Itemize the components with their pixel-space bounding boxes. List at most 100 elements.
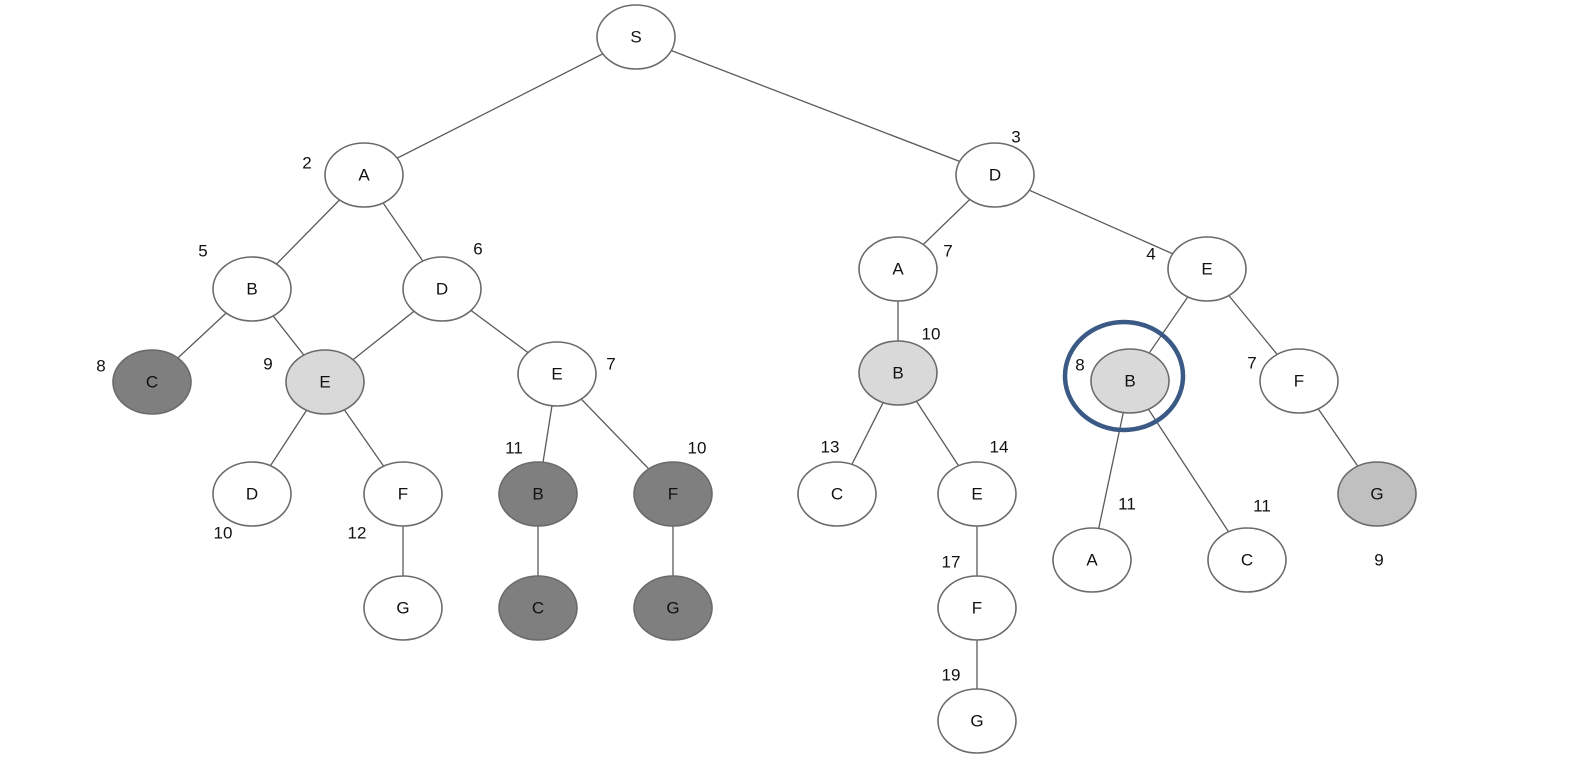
tree-node-D2: D <box>402 256 482 322</box>
node-ellipse <box>596 4 676 70</box>
node-label: A <box>892 260 904 279</box>
tree-node-S: S <box>596 4 676 70</box>
cost-label-A2: 7 <box>943 242 952 261</box>
cost-label-B2: 11 <box>505 439 523 458</box>
cost-label-G3: 19 <box>942 666 961 685</box>
cost-label-D3: 10 <box>214 524 233 543</box>
tree-node-F4: F <box>1259 348 1339 414</box>
cost-label-B4: 8 <box>1075 356 1084 375</box>
node-ellipse <box>1090 348 1170 414</box>
cost-label-E4: 14 <box>990 438 1009 457</box>
edge-S-A1 <box>363 36 637 176</box>
cost-label-F3: 17 <box>942 553 961 572</box>
cost-label-A1: 2 <box>302 154 311 173</box>
node-ellipse <box>285 349 365 415</box>
node-label: C <box>831 485 843 504</box>
node-ellipse <box>363 461 443 527</box>
node-label: B <box>532 485 543 504</box>
tree-node-F3: F <box>937 575 1017 641</box>
cost-label-B1: 5 <box>198 242 207 261</box>
tree-node-D1: D <box>955 142 1035 208</box>
highlight-layer <box>1062 319 1186 433</box>
node-label: A <box>358 166 370 185</box>
node-label: C <box>1241 551 1253 570</box>
tree-node-A2: A <box>858 236 938 302</box>
cost-label-F4: 7 <box>1247 354 1256 373</box>
highlight-circle <box>1062 319 1186 433</box>
cost-label-G4: 9 <box>1374 551 1383 570</box>
node-ellipse <box>633 575 713 641</box>
node-label: G <box>666 599 679 618</box>
node-label: D <box>246 485 258 504</box>
node-label: D <box>436 280 448 299</box>
node-label: C <box>146 373 158 392</box>
node-label: E <box>1201 260 1212 279</box>
node-label: B <box>1124 372 1135 391</box>
cost-label-D2: 6 <box>473 240 482 259</box>
tree-node-B1: B <box>212 256 292 322</box>
tree-node-B2: B <box>498 461 578 527</box>
node-label: S <box>630 28 641 47</box>
tree-node-E3: E <box>1167 236 1247 302</box>
node-ellipse <box>212 461 292 527</box>
cost-label-D1: 3 <box>1011 128 1020 147</box>
node-label: F <box>972 599 982 618</box>
node-ellipse <box>937 461 1017 527</box>
tree-node-E2: E <box>517 341 597 407</box>
cost-label-E3: 4 <box>1146 245 1155 264</box>
node-ellipse <box>858 340 938 406</box>
node-label: G <box>970 712 983 731</box>
cost-label-F1: 12 <box>348 524 367 543</box>
tree-node-A3: A <box>1052 527 1132 593</box>
node-ellipse <box>324 142 404 208</box>
cost-label-F2: 10 <box>688 439 707 458</box>
tree-node-G1: G <box>363 575 443 641</box>
node-ellipse <box>498 575 578 641</box>
node-label: E <box>551 365 562 384</box>
tree-node-C2: C <box>498 575 578 641</box>
cost-label-E1: 9 <box>263 355 272 374</box>
tree-node-G2: G <box>633 575 713 641</box>
tree-node-E4: E <box>937 461 1017 527</box>
node-ellipse <box>112 349 192 415</box>
node-ellipse <box>797 461 877 527</box>
cost-label-C4: 11 <box>1253 497 1271 516</box>
tree-node-F2: F <box>633 461 713 527</box>
node-ellipse <box>633 461 713 527</box>
tree-node-A1: A <box>324 142 404 208</box>
node-ellipse <box>1207 527 1287 593</box>
edge-S-D1 <box>635 36 996 176</box>
tree-node-C4: C <box>1207 527 1287 593</box>
node-ellipse <box>937 688 1017 754</box>
tree-node-E1: E <box>285 349 365 415</box>
tree-node-G4: G <box>1337 461 1417 527</box>
node-ellipse <box>1052 527 1132 593</box>
node-label: D <box>989 166 1001 185</box>
tree-node-G3: G <box>937 688 1017 754</box>
tree-node-B3: B <box>858 340 938 406</box>
cost-label-A3: 11 <box>1118 495 1136 514</box>
node-ellipse <box>1259 348 1339 414</box>
cost-label-C1: 8 <box>96 357 105 376</box>
tree-node-F1: F <box>363 461 443 527</box>
cost-label-E2: 7 <box>606 355 615 374</box>
node-ellipse <box>858 236 938 302</box>
cost-label-C3: 13 <box>821 438 840 457</box>
node-ellipse <box>363 575 443 641</box>
node-label: G <box>396 599 409 618</box>
node-label: G <box>1370 485 1383 504</box>
node-label: B <box>892 364 903 383</box>
node-label: F <box>398 485 408 504</box>
node-ellipse <box>955 142 1035 208</box>
node-label: F <box>668 485 678 504</box>
node-ellipse <box>402 256 482 322</box>
tree-node-C3: C <box>797 461 877 527</box>
cost-labels-layer: 2 3 5 6 8 9 7 10 12 11 10 7 4 10 13 14 17 19 8 7 11 11 9 <box>96 128 1383 685</box>
node-ellipse <box>1167 236 1247 302</box>
node-label: B <box>246 280 257 299</box>
node-ellipse <box>498 461 578 527</box>
cost-label-B3: 10 <box>922 325 941 344</box>
node-ellipse <box>212 256 292 322</box>
edge-B4-C4 <box>1129 380 1248 561</box>
